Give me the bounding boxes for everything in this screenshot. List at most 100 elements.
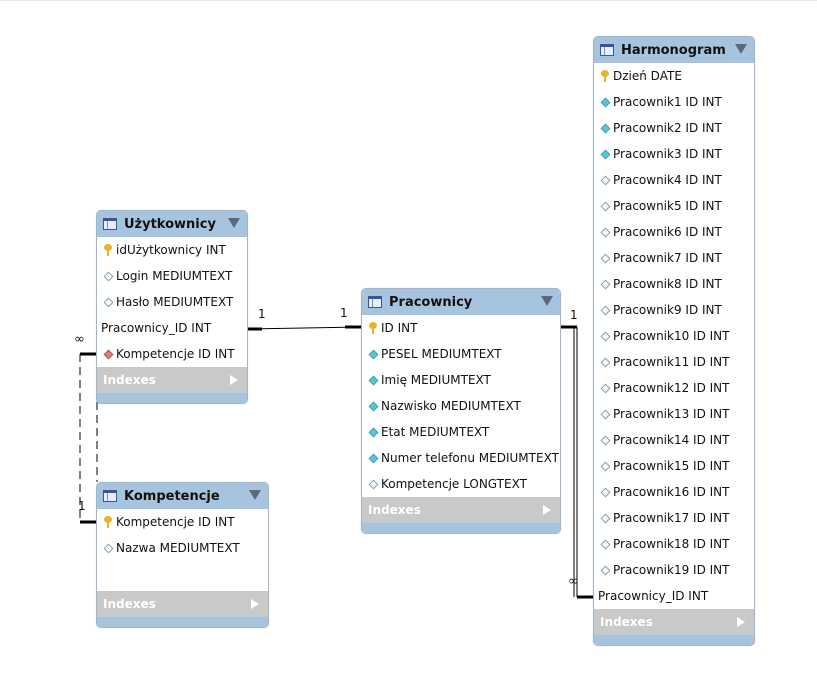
expand-triangle-icon[interactable]: [737, 617, 745, 627]
column-row[interactable]: Pracownik1 ID INT: [594, 89, 754, 115]
nullable-diamond-icon: [103, 271, 113, 281]
column-label: Kompetencje LONGTEXT: [381, 477, 527, 491]
expand-triangle-icon[interactable]: [543, 505, 551, 515]
column-row[interactable]: Pracownik6 ID INT: [594, 219, 754, 245]
expand-triangle-icon[interactable]: [230, 375, 238, 385]
column-row[interactable]: Pracownicy_ID INT: [97, 315, 247, 341]
primary-key-icon: [104, 516, 112, 528]
collapse-caret-icon[interactable]: [228, 218, 240, 228]
table-icon: [103, 490, 117, 502]
column-row[interactable]: Dzień DATE: [594, 63, 754, 89]
table-footer: [97, 393, 247, 403]
table-header[interactable]: Kompetencje: [97, 483, 268, 509]
column-row[interactable]: Pracownik14 ID INT: [594, 427, 754, 453]
column-row[interactable]: Hasło MEDIUMTEXT: [97, 289, 247, 315]
column-row[interactable]: Pracownik15 ID INT: [594, 453, 754, 479]
column-label: Pracownicy_ID INT: [598, 589, 709, 603]
nullable-diamond-icon: [600, 409, 610, 419]
column-label: Pracownik5 ID INT: [613, 199, 722, 213]
column-icon: [598, 435, 612, 445]
column-row[interactable]: Kompetencje ID INT: [97, 341, 247, 367]
indexes-section[interactable]: Indexes: [594, 609, 754, 635]
column-label: Pracownik15 ID INT: [613, 459, 730, 473]
rel-label-pracownicy-1: 1: [340, 306, 348, 320]
column-icon: [366, 453, 380, 463]
indexes-section[interactable]: Indexes: [362, 497, 560, 523]
column-row[interactable]: Pracownik19 ID INT: [594, 557, 754, 583]
indexes-section[interactable]: Indexes: [97, 591, 268, 617]
column-icon: [101, 244, 115, 256]
column-row[interactable]: Login MEDIUMTEXT: [97, 263, 247, 289]
nullable-diamond-icon: [600, 539, 610, 549]
table-header[interactable]: Pracownicy: [362, 289, 560, 315]
column-row[interactable]: Etat MEDIUMTEXT: [362, 419, 560, 445]
column-icon: [598, 279, 612, 289]
column-row[interactable]: Kompetencje LONGTEXT: [362, 471, 560, 497]
column-row[interactable]: Pracownik9 ID INT: [594, 297, 754, 323]
indexes-section[interactable]: Indexes: [97, 367, 247, 393]
column-label: Pracownik19 ID INT: [613, 563, 730, 577]
table-title: Harmonogram: [621, 42, 726, 58]
column-row[interactable]: Numer telefonu MEDIUMTEXT: [362, 445, 560, 471]
column-icon: [366, 322, 380, 334]
column-row[interactable]: Nazwisko MEDIUMTEXT: [362, 393, 560, 419]
collapse-caret-icon[interactable]: [541, 296, 553, 306]
expand-triangle-icon[interactable]: [251, 599, 259, 609]
column-row[interactable]: Pracownik7 ID INT: [594, 245, 754, 271]
nullable-diamond-icon: [600, 279, 610, 289]
nullable-diamond-icon: [600, 305, 610, 315]
column-icon: [598, 539, 612, 549]
column-icon: [366, 479, 380, 489]
column-icon: [598, 487, 612, 497]
column-row[interactable]: Pracownicy_ID INT: [594, 583, 754, 609]
nullable-diamond-icon: [368, 479, 378, 489]
table-title: Kompetencje: [124, 488, 220, 504]
collapse-caret-icon[interactable]: [735, 44, 747, 54]
column-label: Pracownik11 ID INT: [613, 355, 730, 369]
column-row[interactable]: PESEL MEDIUMTEXT: [362, 341, 560, 367]
column-row[interactable]: Pracownik11 ID INT: [594, 349, 754, 375]
column-row[interactable]: Nazwa MEDIUMTEXT: [97, 535, 268, 561]
rel-line-uzytkownicy-pracownicy: [245, 326, 362, 330]
column-row[interactable]: Pracownik5 ID INT: [594, 193, 754, 219]
column-row[interactable]: idUżytkownicy INT: [97, 237, 247, 263]
column-icon: [598, 97, 612, 107]
column-row[interactable]: Pracownik4 ID INT: [594, 167, 754, 193]
column-row[interactable]: Kompetencje ID INT: [97, 509, 268, 535]
column-label: Pracownik7 ID INT: [613, 251, 722, 265]
column-row[interactable]: Pracownik12 ID INT: [594, 375, 754, 401]
column-icon: [598, 175, 612, 185]
column-label: Pracownik8 ID INT: [613, 277, 722, 291]
column-label: Nazwisko MEDIUMTEXT: [381, 399, 521, 413]
column-icon: [366, 349, 380, 359]
column-row[interactable]: Pracownik17 ID INT: [594, 505, 754, 531]
column-row[interactable]: Pracownik8 ID INT: [594, 271, 754, 297]
column-row[interactable]: Pracownik10 ID INT: [594, 323, 754, 349]
column-label: Pracownik13 ID INT: [613, 407, 730, 421]
column-label: Pracownik16 ID INT: [613, 485, 730, 499]
table-header[interactable]: Użytkownicy: [97, 211, 247, 237]
column-label: Pracownik9 ID INT: [613, 303, 722, 317]
column-icon: [598, 565, 612, 575]
table-header[interactable]: Harmonogram: [594, 37, 754, 63]
table-title: Pracownicy: [389, 294, 473, 310]
collapse-caret-icon[interactable]: [249, 490, 261, 500]
column-row[interactable]: Pracownik2 ID INT: [594, 115, 754, 141]
column-row[interactable]: Pracownik3 ID INT: [594, 141, 754, 167]
column-row[interactable]: Pracownik13 ID INT: [594, 401, 754, 427]
column-row[interactable]: Pracownik16 ID INT: [594, 479, 754, 505]
column-label: Hasło MEDIUMTEXT: [116, 295, 234, 309]
column-row[interactable]: ID INT: [362, 315, 560, 341]
column-row[interactable]: Pracownik18 ID INT: [594, 531, 754, 557]
column-label: Pracownicy_ID INT: [101, 321, 212, 335]
column-row[interactable]: Imię MEDIUMTEXT: [362, 367, 560, 393]
column-label: Kompetencje ID INT: [116, 347, 235, 361]
not-null-diamond-icon: [600, 97, 610, 107]
column-icon: [598, 383, 612, 393]
